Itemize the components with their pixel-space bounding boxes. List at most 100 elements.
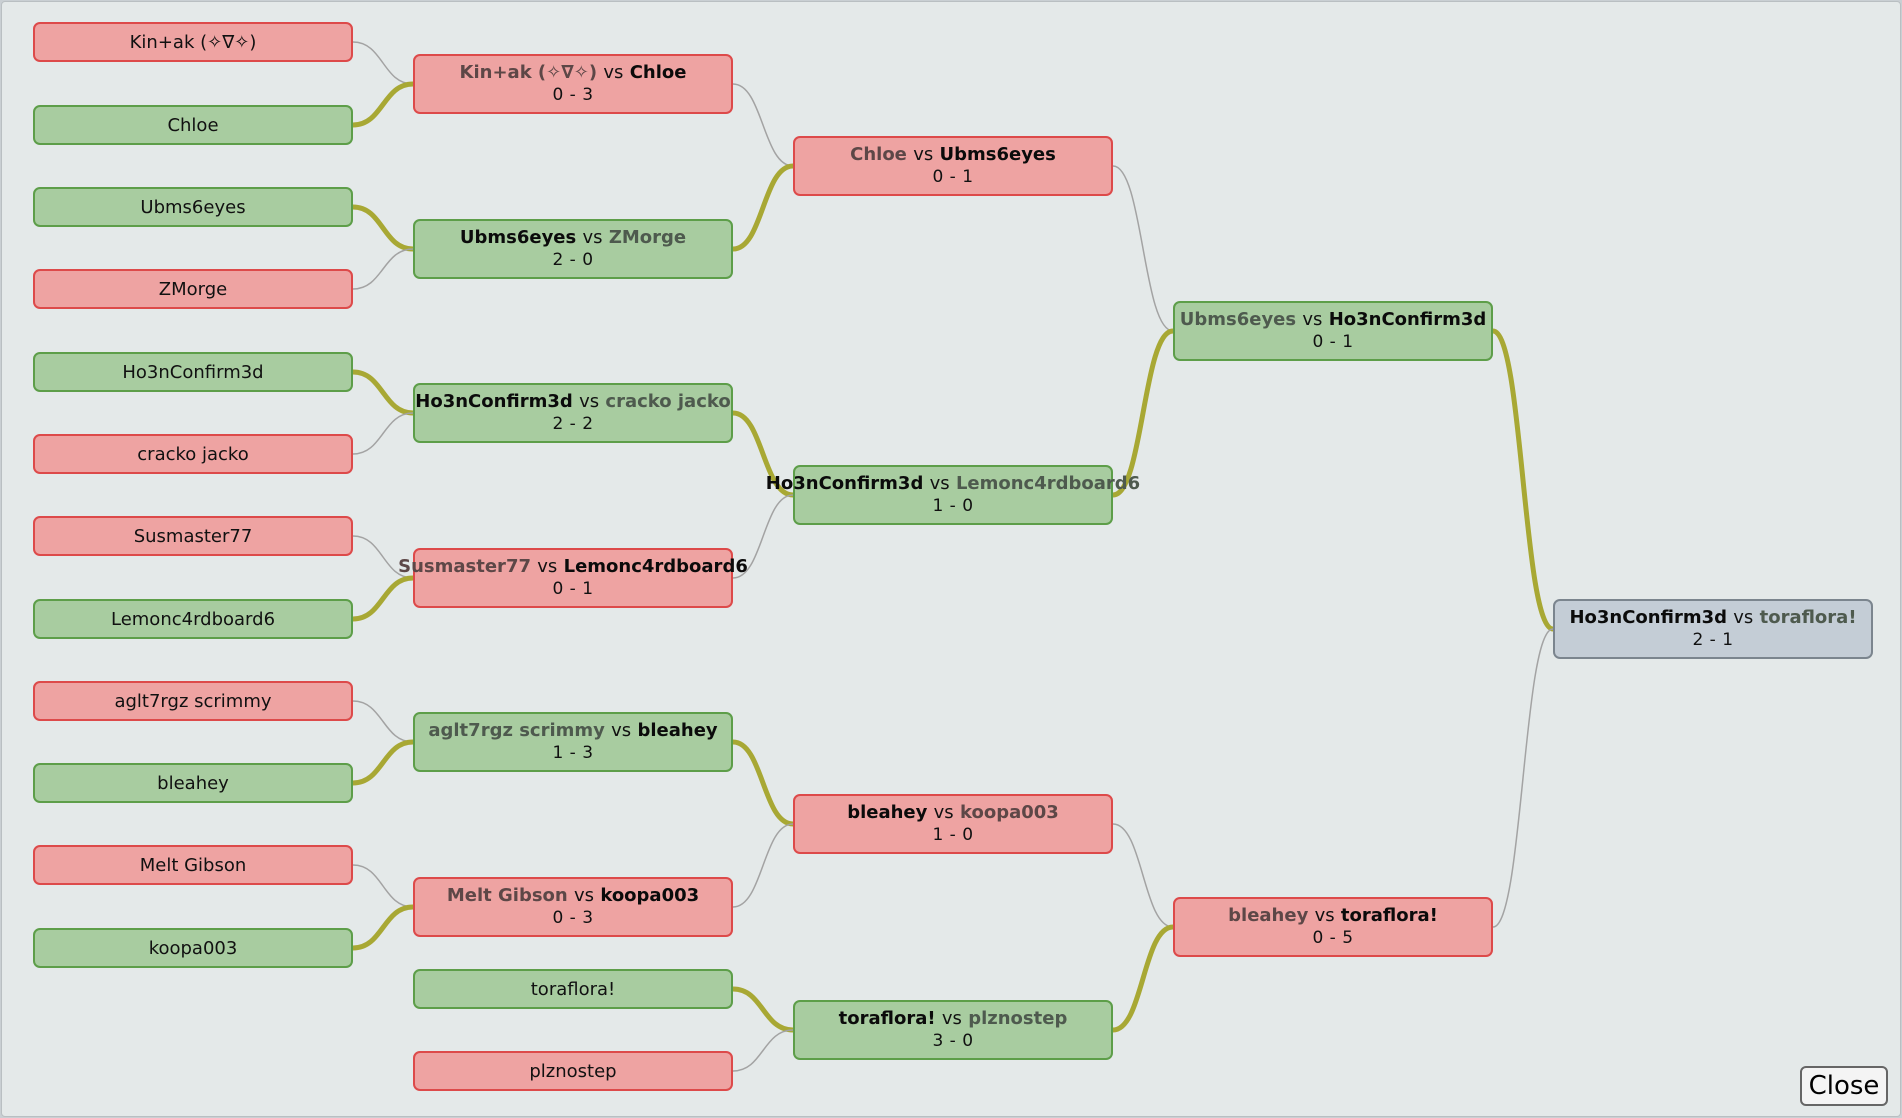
- loser-connector: [352, 535, 414, 579]
- player-node-koopa003[interactable]: koopa003: [33, 928, 353, 968]
- match-player-2: Ubms6eyes: [939, 144, 1056, 165]
- match-player-1: Ubms6eyes: [459, 227, 577, 248]
- match-player-2: toraflora!: [1340, 905, 1438, 926]
- match-score: 0 - 1: [1312, 332, 1354, 352]
- match-score: 1 - 0: [932, 496, 974, 516]
- vs-label: vs: [603, 62, 624, 83]
- player-name: toraflora!: [530, 978, 616, 1000]
- match-score: 0 - 1: [932, 167, 974, 187]
- match-player-1: Chloe: [850, 144, 907, 165]
- final-match-node[interactable]: Ho3nConfirm3d vs toraflora!2 - 1: [1553, 599, 1873, 659]
- loser-connector: [732, 823, 794, 908]
- winner-connector: [732, 410, 794, 498]
- player-name: aglt7rgz scrimmy: [114, 690, 272, 712]
- match-score: 0 - 5: [1312, 928, 1354, 948]
- vs-label: vs: [611, 720, 632, 741]
- player-node-aglt7rgz-scrimmy[interactable]: aglt7rgz scrimmy: [33, 681, 353, 721]
- player-node-ubms6eyes[interactable]: Ubms6eyes: [33, 187, 353, 227]
- match-score: 2 - 0: [552, 250, 594, 270]
- winner-connector: [1112, 924, 1174, 1033]
- vs-label: vs: [579, 391, 600, 412]
- player-node-zmorge[interactable]: ZMorge: [33, 269, 353, 309]
- match-score: 1 - 0: [932, 825, 974, 845]
- player-node-chloe[interactable]: Chloe: [33, 105, 353, 145]
- player-node-kin-ak[interactable]: Kin+ak (✧∇✧): [33, 22, 353, 62]
- match-player-1: aglt7rgz scrimmy: [428, 720, 605, 741]
- vs-label: vs: [913, 144, 934, 165]
- player-name: Lemonc4rdboard6: [110, 608, 276, 630]
- vs-label: vs: [933, 802, 954, 823]
- match-player-1: Ho3nConfirm3d: [765, 473, 924, 494]
- match-players: Kin+ak (✧∇✧) vs Chloe: [460, 62, 687, 84]
- vs-label: vs: [574, 885, 595, 906]
- player-node-melt-gibson[interactable]: Melt Gibson: [33, 845, 353, 885]
- match-player-2: plznostep: [968, 1008, 1068, 1029]
- match-players: Ubms6eyes vs ZMorge: [460, 227, 686, 249]
- match-player-2: toraflora!: [1759, 607, 1857, 628]
- winner-connector: [352, 369, 414, 416]
- player-node-ho3nconfirm3d[interactable]: Ho3nConfirm3d: [33, 352, 353, 392]
- player-name: Kin+ak (✧∇✧): [129, 31, 257, 53]
- match-players: Ubms6eyes vs Ho3nConfirm3d: [1180, 309, 1487, 331]
- player-node-susmaster77[interactable]: Susmaster77: [33, 516, 353, 556]
- match-players: Ho3nConfirm3d vs toraflora!: [1569, 607, 1856, 629]
- match-player-1: bleahey: [847, 802, 928, 823]
- loser-connector: [732, 494, 794, 579]
- match-score: 0 - 3: [552, 85, 594, 105]
- player-name: koopa003: [148, 937, 238, 959]
- match-player-2: Ho3nConfirm3d: [1328, 309, 1487, 330]
- winner-connector: [732, 986, 794, 1033]
- player-node-cracko-jacko[interactable]: cracko jacko: [33, 434, 353, 474]
- match-player-1: Melt Gibson: [446, 885, 568, 906]
- loser-connector: [732, 1029, 794, 1072]
- player-node-bleahey[interactable]: bleahey: [33, 763, 353, 803]
- match-score: 1 - 3: [552, 743, 594, 763]
- match-players: Ho3nConfirm3d vs cracko jacko: [415, 391, 730, 413]
- player-name: Melt Gibson: [139, 854, 247, 876]
- match-players: Chloe vs Ubms6eyes: [850, 144, 1056, 166]
- match-score: 2 - 2: [552, 414, 594, 434]
- vs-label: vs: [1314, 905, 1335, 926]
- player-node-toraflora[interactable]: toraflora!: [413, 969, 733, 1009]
- match-node[interactable]: bleahey vs toraflora!0 - 5: [1173, 897, 1493, 957]
- loser-connector: [1112, 823, 1174, 928]
- player-name: Susmaster77: [133, 525, 253, 547]
- match-player-2: ZMorge: [608, 227, 687, 248]
- match-players: aglt7rgz scrimmy vs bleahey: [428, 720, 717, 742]
- close-button[interactable]: Close: [1800, 1066, 1888, 1106]
- player-name: cracko jacko: [137, 443, 249, 465]
- match-player-1: toraflora!: [838, 1008, 936, 1029]
- match-player-2: cracko jacko: [605, 391, 731, 412]
- player-node-plznostep[interactable]: plznostep: [413, 1051, 733, 1091]
- match-player-1: Ho3nConfirm3d: [1569, 607, 1727, 628]
- match-player-2: bleahey: [637, 720, 718, 741]
- player-node-lemonc4rdboard6[interactable]: Lemonc4rdboard6: [33, 599, 353, 639]
- winner-connector: [732, 163, 794, 252]
- winner-connector: [1491, 328, 1555, 632]
- match-player-1: bleahey: [1228, 905, 1309, 926]
- loser-connector: [352, 41, 414, 85]
- winner-connector: [352, 81, 414, 128]
- player-name: bleahey: [157, 772, 229, 794]
- player-name: ZMorge: [158, 278, 228, 300]
- vs-label: vs: [929, 473, 950, 494]
- loser-connector: [352, 248, 414, 290]
- winner-connector: [732, 739, 794, 827]
- match-player-1: Ubms6eyes: [1179, 309, 1297, 330]
- loser-connector: [1492, 628, 1554, 928]
- match-players: toraflora! vs plznostep: [839, 1008, 1068, 1030]
- winner-connector: [1112, 328, 1174, 498]
